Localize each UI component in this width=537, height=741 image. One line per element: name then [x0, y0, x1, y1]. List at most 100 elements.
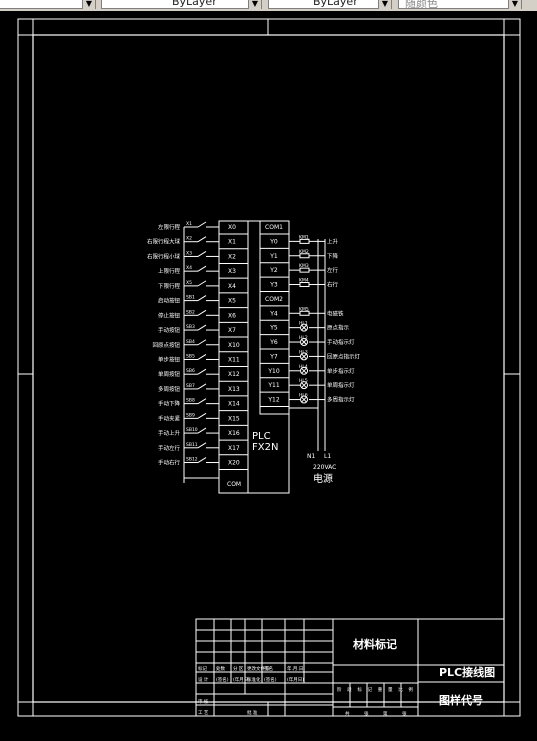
switch-contact-icon	[197, 383, 207, 390]
plc-model-line2: FX2N	[252, 442, 278, 453]
sheet-label: 共	[345, 710, 350, 717]
output-label: 单步指示灯	[327, 367, 355, 375]
output-label: 上升	[327, 237, 339, 245]
input-contact-label: SB7	[186, 383, 195, 389]
output-label: 右行	[327, 281, 339, 289]
stage-label: 记	[368, 686, 373, 693]
lamp-icon	[300, 395, 308, 404]
switch-contact-icon	[197, 324, 207, 331]
input-contact-label: SB3	[186, 324, 195, 330]
title-block	[195, 618, 505, 717]
revision-column-label: 标记	[198, 665, 207, 672]
output-terminal: Y11	[267, 382, 279, 389]
chevron-down-icon[interactable]: ▼	[248, 0, 261, 9]
chevron-down-icon[interactable]: ▼	[378, 0, 391, 9]
input-terminal: X2	[228, 253, 236, 260]
input-contact-label: SB9	[186, 412, 195, 418]
input-contact-label: SB12	[186, 457, 198, 463]
sheet-label: 张	[364, 710, 369, 717]
input-label: 手动右行	[158, 459, 181, 467]
design-row-label: (签名)	[264, 676, 277, 683]
switch-contact-icon	[197, 457, 207, 463]
lineweight-value: ByLayer	[313, 0, 358, 8]
output-terminal: Y10	[267, 368, 279, 375]
design-row-label: (年月日)	[233, 676, 250, 683]
input-contact-label: SB4	[186, 339, 195, 345]
input-contact-label: X1	[186, 221, 192, 227]
switch-contact-icon	[197, 251, 207, 257]
revision-column-label: 年.月.日	[287, 665, 303, 672]
input-contact-label: X5	[186, 280, 192, 286]
output-terminal: Y0	[269, 238, 278, 245]
output-terminal: Y7	[269, 353, 278, 360]
input-terminal: X1	[228, 239, 236, 246]
design-row-label: (签名)	[216, 676, 229, 683]
revision-column-label: 更改文件号	[247, 665, 270, 672]
review-row-label: 审 核	[198, 698, 209, 705]
stage-label: 量	[388, 686, 393, 693]
switch-contact-icon	[197, 309, 207, 316]
input-label: 手动夹紧	[158, 414, 181, 422]
plotstyle-value: 随颜色	[405, 0, 438, 10]
switch-contact-icon	[197, 236, 207, 243]
output-terminal: Y3	[269, 282, 278, 289]
output-label: 单周指示灯	[327, 381, 355, 389]
input-label: 上限行程	[158, 267, 181, 275]
input-label: 手动左行	[158, 444, 181, 452]
supply-label: 电源	[313, 472, 333, 485]
input-terminal: X4	[228, 283, 236, 290]
input-terminal: X5	[228, 298, 236, 305]
input-contact-label: SB2	[186, 309, 195, 315]
input-terminal: X14	[228, 401, 240, 408]
color-dropdown[interactable]: ▼	[0, 0, 96, 9]
output-row: Y11 HL5 单周指示灯	[260, 378, 355, 393]
output-label: 下降	[327, 252, 339, 260]
output-device-label: HL5	[299, 378, 308, 384]
input-terminal: X0	[228, 224, 236, 231]
linetype-value: ByLayer	[172, 0, 217, 8]
output-terminal: Y6	[269, 339, 278, 346]
plotstyle-dropdown[interactable]: 随颜色 ▼	[398, 0, 522, 10]
input-label: 停止按钮	[158, 311, 181, 319]
input-terminal: X16	[228, 430, 240, 437]
output-terminal: COM2	[265, 296, 283, 303]
input-contact-label: SB1	[186, 295, 195, 301]
output-label: 多周指示灯	[327, 396, 355, 404]
lineweight-dropdown[interactable]: ByLayer ▼	[268, 0, 392, 9]
switch-contact-icon	[197, 354, 207, 360]
input-label: 手动按钮	[158, 326, 181, 334]
title-block-labels: 标记处数分 区更改文件号签名年.月.日设 计(签名)(年月日)标准化(签名)(年…	[198, 665, 413, 717]
sheet-label: 张	[402, 710, 407, 717]
chevron-down-icon[interactable]: ▼	[508, 0, 521, 9]
input-terminal: X12	[228, 371, 240, 378]
input-terminal: X10	[228, 342, 240, 349]
design-row-label: 标准化	[247, 676, 261, 683]
input-terminal: X6	[228, 312, 236, 319]
switch-contact-icon	[197, 398, 207, 405]
design-row-label: 设 计	[198, 676, 209, 683]
output-label: 原点指示	[327, 324, 350, 332]
output-label: 电磁铁	[327, 309, 344, 317]
power-supply-wiring	[289, 239, 326, 451]
input-contact-label: X2	[186, 236, 192, 242]
supply-n-label: N1	[307, 453, 315, 460]
linetype-dropdown[interactable]: ByLayer ▼	[101, 0, 262, 9]
stage-label: 标	[357, 686, 362, 693]
input-contact-label: X4	[186, 265, 192, 271]
output-device-label: KM4	[299, 278, 309, 284]
stage-label: 阶	[337, 686, 342, 693]
chevron-down-icon[interactable]: ▼	[82, 0, 95, 9]
